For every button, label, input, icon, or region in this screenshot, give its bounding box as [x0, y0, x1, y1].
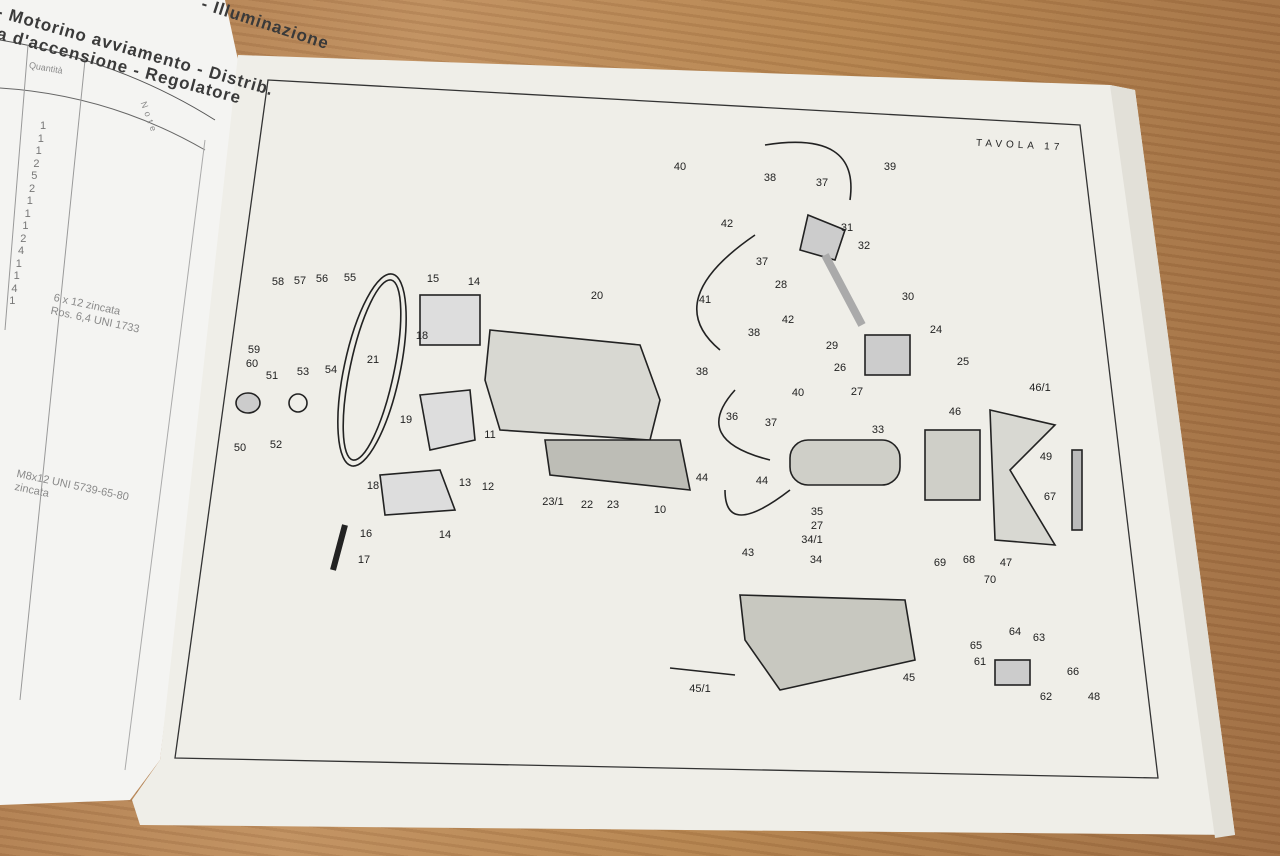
part-label: 46	[948, 406, 962, 418]
part-label: 28	[774, 279, 788, 291]
part-label: 58	[271, 276, 285, 288]
part-label: 14	[467, 276, 481, 288]
part-label: 59	[247, 344, 261, 356]
quantity-value: 1	[37, 132, 44, 145]
part-label: 68	[962, 554, 976, 566]
quantity-value: 2	[29, 182, 36, 195]
part-label: 25	[956, 356, 970, 368]
part-label: 38	[747, 327, 761, 339]
part-label: 37	[764, 417, 778, 429]
part-label: 41	[698, 294, 712, 306]
part-label: 18	[415, 330, 429, 342]
part-label: 36	[725, 411, 739, 423]
quantity-value: 1	[9, 295, 16, 307]
part-label: 27	[850, 386, 864, 398]
part-label: 57	[293, 275, 307, 287]
quantity-value: 1	[13, 270, 20, 282]
part-label: 45/1	[689, 683, 711, 695]
part-label: 31	[840, 222, 854, 234]
part-label: 43	[741, 547, 755, 559]
part-label: 60	[245, 358, 259, 370]
part-label: 51	[265, 370, 279, 382]
part-label: 49	[1039, 451, 1053, 463]
part-label: 34/1	[801, 534, 823, 546]
part-label: 65	[969, 640, 983, 652]
part-label: 19	[399, 414, 413, 426]
part-label: 67	[1043, 491, 1057, 503]
part-label: 61	[973, 656, 987, 668]
part-label: 11	[484, 429, 496, 441]
part-label: 10	[653, 504, 667, 516]
part-label: 23/1	[542, 496, 564, 508]
part-label: 17	[357, 554, 371, 566]
part-label: 64	[1008, 626, 1022, 638]
part-label: 29	[825, 340, 839, 352]
part-label: 40	[791, 387, 805, 399]
plate-border	[174, 79, 1159, 779]
part-label: 27	[810, 520, 824, 532]
part-label: 48	[1087, 691, 1101, 703]
part-label: 26	[833, 362, 847, 374]
part-label: 35	[810, 506, 824, 518]
part-label: 53	[296, 366, 310, 378]
quantity-value: 5	[31, 170, 38, 182]
part-label: 32	[857, 240, 871, 252]
quantity-value: 4	[18, 245, 25, 257]
part-label: 69	[933, 557, 947, 569]
part-label: 46/1	[1029, 382, 1051, 394]
part-label: 44	[695, 472, 709, 484]
part-label: 55	[343, 272, 357, 284]
part-label: 30	[901, 291, 915, 303]
part-label: 52	[269, 439, 283, 451]
part-label: 33	[871, 424, 885, 436]
quantity-value: 4	[11, 282, 18, 295]
quantity-value: 1	[24, 207, 31, 220]
part-label: 38	[763, 172, 777, 184]
quantity-value: 1	[15, 257, 22, 270]
part-label: 54	[324, 364, 338, 376]
part-label: 63	[1032, 632, 1046, 644]
part-label: 42	[781, 314, 795, 326]
part-label: 22	[580, 499, 594, 511]
quantity-value: 2	[20, 232, 27, 245]
part-label: 13	[458, 477, 472, 489]
quantity-value: 1	[26, 195, 33, 207]
part-label: 34	[809, 554, 823, 566]
part-label: 14	[438, 529, 452, 541]
part-label: 44	[755, 475, 769, 487]
part-label: 62	[1039, 691, 1053, 703]
part-label: 42	[720, 218, 734, 230]
quantity-value: 1	[35, 145, 42, 157]
part-label: 40	[673, 161, 687, 173]
part-label: 37	[755, 256, 769, 268]
part-label: 24	[929, 324, 943, 336]
part-label: 16	[359, 528, 373, 540]
part-label: 23	[606, 499, 620, 511]
part-label: 39	[883, 161, 897, 173]
part-label: 21	[366, 354, 380, 366]
quantity-value: 1	[22, 220, 29, 232]
right-page	[132, 55, 1235, 835]
part-label: 50	[233, 442, 247, 454]
part-label: 70	[983, 574, 997, 586]
quantity-value: 1	[40, 120, 47, 132]
part-label: 47	[999, 557, 1013, 569]
part-label: 66	[1066, 666, 1080, 678]
part-label: 18	[366, 480, 380, 492]
part-label: 12	[481, 481, 495, 493]
part-label: 20	[590, 290, 604, 302]
part-label: 56	[315, 273, 329, 285]
part-label: 15	[426, 273, 440, 285]
part-label: 45	[902, 672, 916, 684]
part-label: 37	[815, 177, 829, 189]
quantity-value: 2	[33, 157, 40, 170]
part-label: 38	[695, 366, 709, 378]
